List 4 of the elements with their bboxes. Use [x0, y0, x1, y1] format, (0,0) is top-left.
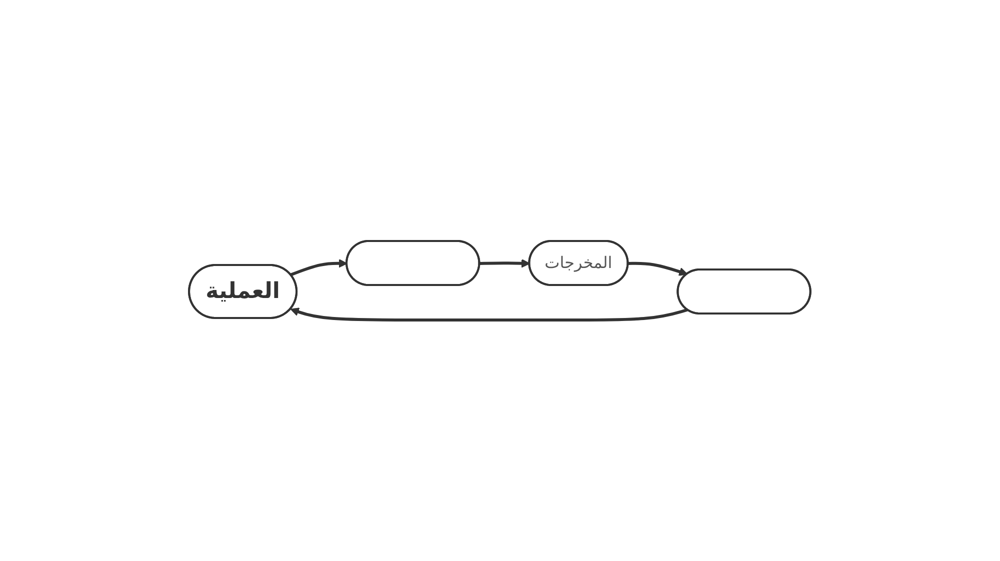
arrow: [290, 258, 348, 276]
arrow: [480, 258, 530, 268]
arrow: [290, 308, 688, 322]
arrow: [628, 262, 688, 276]
